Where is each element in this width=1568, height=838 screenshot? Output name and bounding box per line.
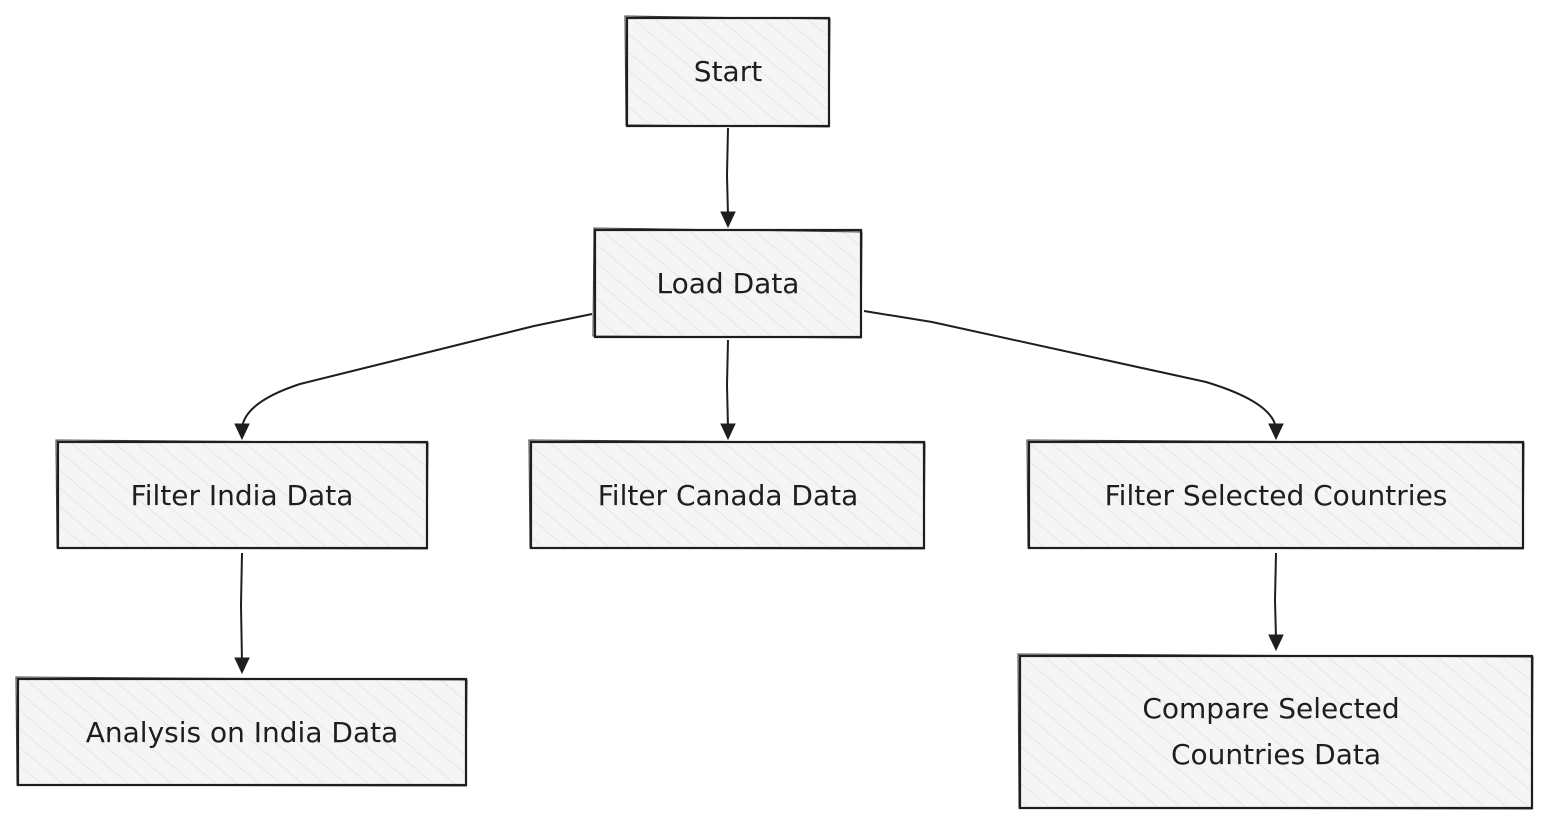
node-analysis-india: Analysis on India Data bbox=[15, 676, 468, 787]
arrowhead-load-to-filter-india bbox=[234, 423, 250, 441]
edges bbox=[234, 127, 1284, 675]
node-compare-selected: Compare Selected Countries Data bbox=[1017, 653, 1534, 810]
edge-load-to-filter-canada bbox=[725, 339, 729, 429]
node-filter-canada: Filter Canada Data bbox=[528, 439, 926, 550]
edge-load-to-filter-india bbox=[241, 313, 593, 429]
edge-filter-selected-to-compare bbox=[1273, 552, 1277, 640]
edge-load-to-filter-selected bbox=[863, 310, 1277, 429]
node-label: Countries Data bbox=[1171, 738, 1381, 771]
edge-filter-india-to-analysis bbox=[239, 552, 243, 663]
arrowhead-filter-selected-to-compare bbox=[1268, 634, 1284, 652]
arrowhead-start-to-load bbox=[720, 211, 736, 229]
arrowhead-load-to-filter-canada bbox=[720, 423, 736, 441]
node-label: Start bbox=[694, 55, 762, 88]
nodes: Start Load Data Filter India Data Filter… bbox=[15, 15, 1534, 810]
node-label: Filter Selected Countries bbox=[1105, 479, 1448, 512]
node-filter-selected: Filter Selected Countries bbox=[1026, 439, 1525, 550]
node-start: Start bbox=[624, 15, 831, 128]
arrowhead-filter-india-to-analysis bbox=[234, 657, 250, 675]
node-label: Filter India Data bbox=[131, 479, 354, 512]
node-label: Analysis on India Data bbox=[86, 716, 399, 749]
node-label: Compare Selected bbox=[1142, 692, 1399, 725]
node-label: Filter Canada Data bbox=[598, 479, 859, 512]
node-label: Load Data bbox=[657, 267, 800, 300]
edge-start-to-load bbox=[725, 127, 729, 217]
arrowhead-load-to-filter-selected bbox=[1268, 423, 1284, 441]
node-load-data: Load Data bbox=[592, 227, 863, 339]
node-filter-india: Filter India Data bbox=[55, 439, 429, 550]
